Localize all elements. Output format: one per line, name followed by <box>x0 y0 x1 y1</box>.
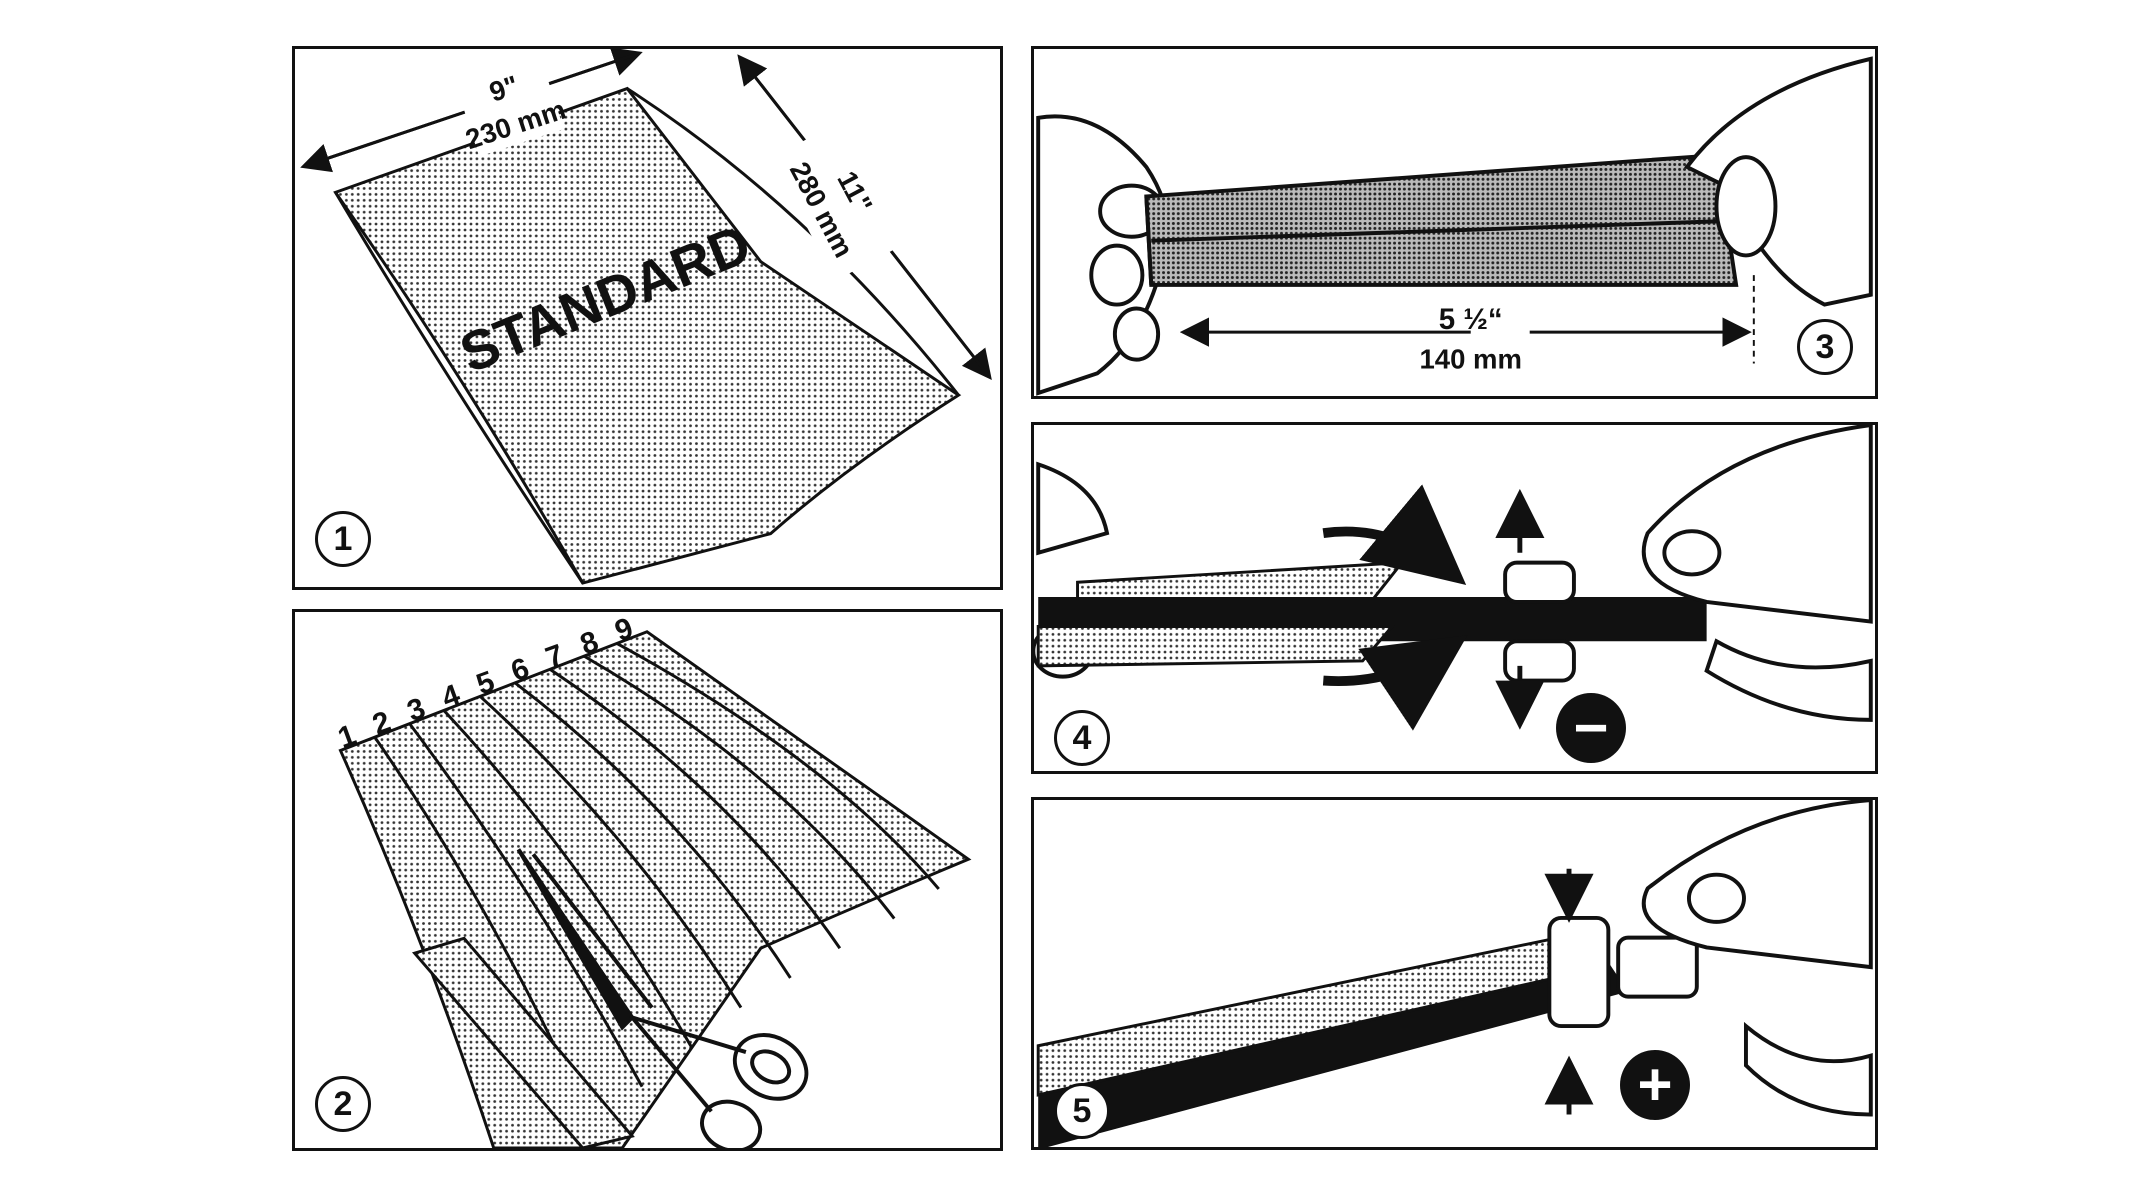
step-5-badge: 5 <box>1054 1083 1110 1139</box>
strip-number-7: 7 <box>541 638 568 675</box>
step-2-badge: 2 <box>315 1076 371 1132</box>
panel-5: 5 + <box>1031 797 1878 1150</box>
step-1-badge: 1 <box>315 511 371 567</box>
buckle-icon <box>1503 560 1576 683</box>
strip-number-6: 6 <box>507 651 534 688</box>
length-mm-label: 140 mm <box>1419 343 1522 374</box>
standard-sheet <box>333 86 962 585</box>
sheet-illustration: 9" 230 mm 11" 280 mm STANDARD <box>300 49 992 585</box>
folded-strip <box>1144 153 1739 287</box>
strip-number-2: 2 <box>368 705 395 742</box>
right-hand <box>1683 56 1873 307</box>
strip-number-8: 8 <box>576 625 603 662</box>
buckle-icon <box>1547 915 1699 1029</box>
minus-sign-icon: − <box>1556 693 1626 763</box>
panel-3: 5 ½“ 140 mm 3 <box>1031 46 1878 399</box>
length-inches-label: 5 ½“ <box>1439 303 1503 336</box>
striped-sheet <box>338 630 972 1148</box>
left-hand <box>1036 114 1171 396</box>
strip-number-1: 1 <box>334 718 361 755</box>
right-hand <box>1641 800 1873 1117</box>
step-4-badge: 4 <box>1054 710 1110 766</box>
panel-4: 4 − <box>1031 422 1878 774</box>
step-3-badge: 3 <box>1797 319 1853 375</box>
strip-number-4: 4 <box>438 678 465 715</box>
scissors-icon <box>516 848 809 1148</box>
panel-1: 9" 230 mm 11" 280 mm STANDARD 1 <box>292 46 1003 590</box>
strip-number-9: 9 <box>611 612 638 648</box>
strip-number-5: 5 <box>472 665 499 702</box>
strip-number-3: 3 <box>403 692 430 729</box>
tighten-illustration <box>1036 800 1873 1147</box>
loosen-illustration <box>1034 425 1873 731</box>
folded-strip-illustration: 5 ½“ 140 mm <box>1036 56 1873 396</box>
right-hand <box>1641 425 1873 722</box>
plus-sign-icon: + <box>1620 1050 1690 1120</box>
